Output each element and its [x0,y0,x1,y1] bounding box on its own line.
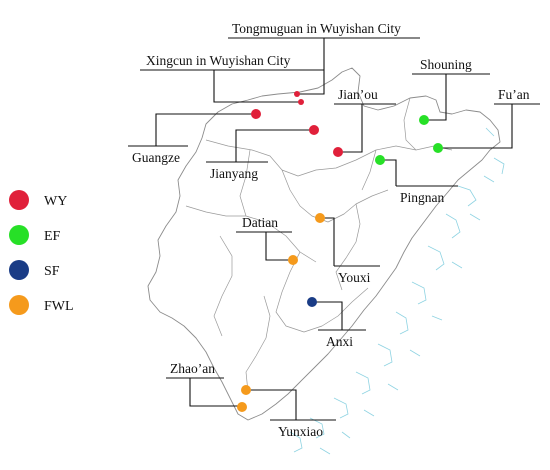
legend-dot-ef [9,225,29,245]
leader-xingcun [213,70,300,103]
leader-fuan [438,104,513,149]
label-anxi: Anxi [326,334,353,349]
county-boundaries [185,97,453,393]
marker-youxi [315,213,325,223]
legend-label-fwl: FWL [44,299,74,314]
coastline-islands [289,127,505,455]
label-pingnan: Pingnan [400,190,445,205]
leader-pingnan [380,159,397,186]
legend-dot-sf [9,260,29,280]
label-guangze: Guangze [132,150,180,165]
site-markers [237,91,443,412]
marker-jianou [333,147,343,157]
label-zhaoan: Zhao’an [170,361,215,376]
label-jianou: Jian’ou [338,87,378,102]
marker-guangze [251,109,261,119]
marker-datian [288,255,298,265]
label-tongmuguan: Tongmuguan in Wuyishan City [232,21,401,36]
marker-pingnan [375,155,385,165]
label-fuan: Fu’an [498,87,530,102]
leader-lines [128,37,540,421]
leader-zhaoan [189,378,242,407]
leader-shouning [424,74,447,121]
legend-dot-wy [9,190,29,210]
site-labels: Tongmuguan in Wuyishan City Xingcun in W… [132,21,530,439]
leader-jianou [338,104,363,153]
legend: WY EF SF FWL [9,190,74,315]
legend-dot-fwl [9,295,29,315]
label-youxi: Youxi [338,270,371,285]
leader-guangze [155,113,256,146]
marker-tongmuguan [294,91,300,97]
marker-anxi [307,297,317,307]
legend-label-sf: SF [44,264,60,279]
marker-zhaoan [237,402,247,412]
label-jianyang: Jianyang [210,166,258,181]
leader-tongmuguan [298,38,325,95]
leader-anxi [312,301,343,330]
leader-datian [265,232,292,261]
marker-shouning [419,115,429,125]
marker-xingcun [298,99,304,105]
marker-fuan [433,143,443,153]
marker-yunxiao [241,385,251,395]
legend-label-wy: WY [44,194,67,209]
label-shouning: Shouning [420,57,472,72]
legend-label-ef: EF [44,229,61,244]
label-xingcun: Xingcun in Wuyishan City [146,53,291,68]
leader-jianyang [235,129,314,162]
label-datian: Datian [242,215,278,230]
leader-yunxiao [246,389,297,420]
marker-jianyang [309,125,319,135]
label-yunxiao: Yunxiao [278,424,323,439]
